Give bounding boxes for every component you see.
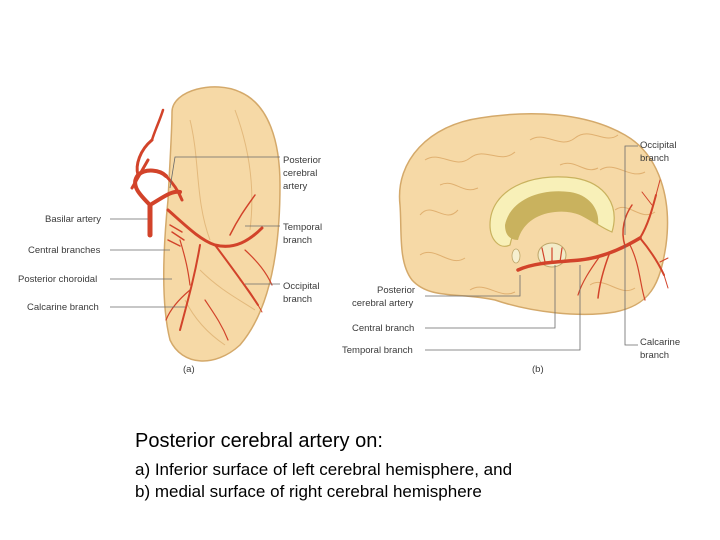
panel-a-arteries <box>130 108 273 341</box>
caption-line-b: b) medial surface of right cerebral hemi… <box>135 482 482 501</box>
figure-caption: Posterior cerebral artery on: a) Inferio… <box>135 430 512 503</box>
label-b-calcarine-1: Calcarine <box>640 337 680 348</box>
caption-title: Posterior cerebral artery on: <box>135 430 383 452</box>
label-b-pca-1: Posterior <box>377 285 415 296</box>
label-b-occipital-2: branch <box>640 153 669 164</box>
label-a-pca-2: cerebral <box>283 168 317 179</box>
label-a-calcarine: Calcarine branch <box>27 302 99 313</box>
panel-a: Posterior cerebral artery Temporal branc… <box>18 86 322 375</box>
posterior-cerebral-artery-figure: Posterior cerebral artery Temporal branc… <box>18 86 680 375</box>
label-a-occipital-2: branch <box>283 294 312 305</box>
panel-a-tag: (a) <box>183 364 195 375</box>
label-b-calcarine-2: branch <box>640 350 669 361</box>
label-a-pca-3: artery <box>283 181 308 192</box>
label-a-occipital-1: Occipital <box>283 281 319 292</box>
panel-b: Occipital branch Posterior cerebral arte… <box>342 113 680 375</box>
label-b-pca-2: cerebral artery <box>352 298 413 309</box>
caption-line-a: a) Inferior surface of left cerebral hem… <box>135 460 513 479</box>
label-b-occipital-1: Occipital <box>640 140 676 151</box>
label-a-posterior-choroidal: Posterior choroidal <box>18 274 97 285</box>
panel-a-leader-lines <box>110 156 280 308</box>
panel-b-leader-lines <box>425 145 638 351</box>
label-a-pca-1: Posterior <box>283 155 321 166</box>
panel-b-tag: (b) <box>532 364 544 375</box>
label-a-central-branches: Central branches <box>28 245 101 256</box>
panel-b-arteries <box>516 179 669 301</box>
lateral-ventricle <box>505 191 599 240</box>
label-a-temporal-1: Temporal <box>283 222 322 233</box>
label-a-basilar: Basilar artery <box>45 214 101 225</box>
corpus-callosum <box>489 176 615 247</box>
pca-trunk-b <box>516 236 642 272</box>
label-a-temporal-2: branch <box>283 235 312 246</box>
label-b-central: Central branch <box>352 323 414 334</box>
label-b-temporal: Temporal branch <box>342 345 413 356</box>
left-hemisphere-inferior-surface <box>163 86 281 362</box>
